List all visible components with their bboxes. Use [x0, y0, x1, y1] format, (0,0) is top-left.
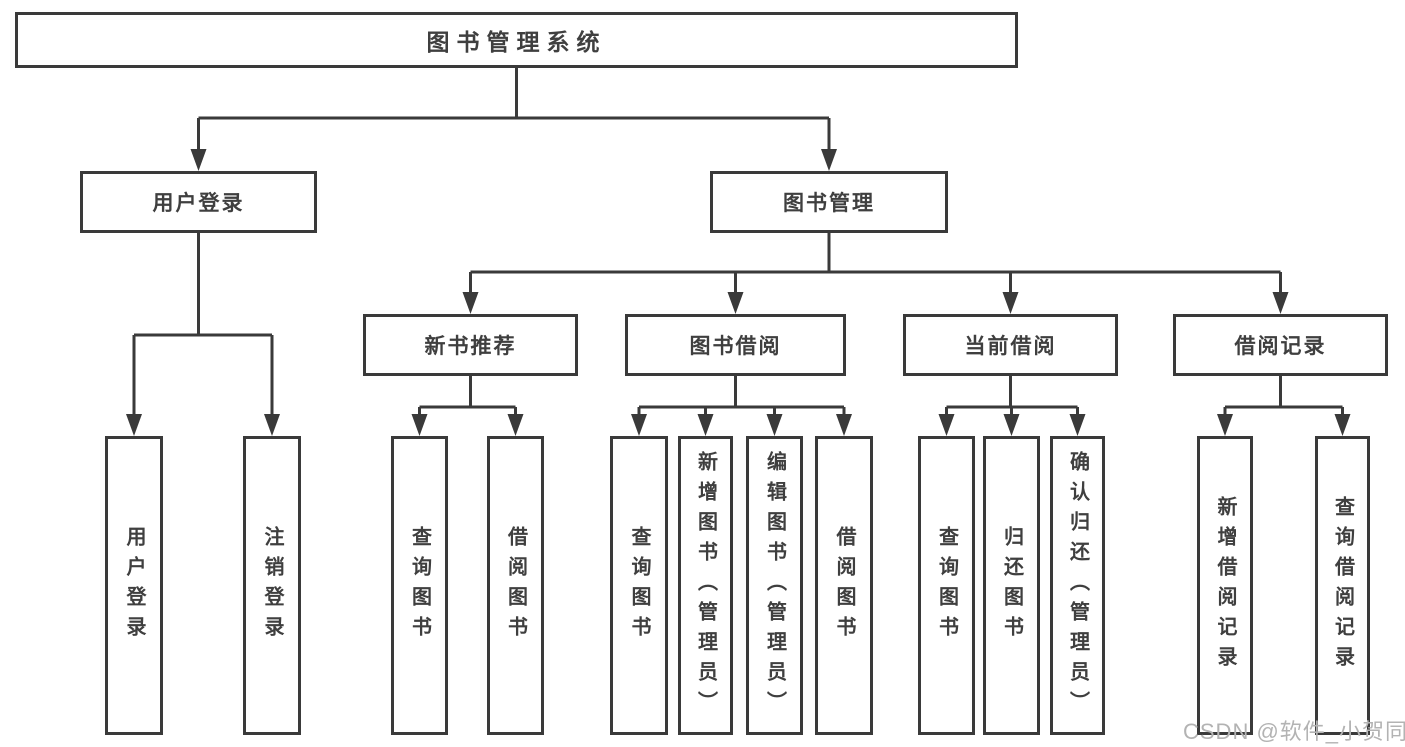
- node-label: 注销登录: [261, 525, 283, 646]
- node-label: 当前借阅: [964, 335, 1057, 358]
- node-label: 查询借阅记录: [1331, 495, 1354, 676]
- node-label: 新增借阅记录: [1214, 495, 1236, 676]
- leaf-query-books-current: 查询图书: [918, 436, 975, 735]
- node-label: 图书借阅: [689, 335, 782, 358]
- arrowhead: [1217, 414, 1233, 436]
- arrowhead: [821, 149, 837, 171]
- leaf-query-borrow-record: 查询借阅记录: [1315, 436, 1370, 735]
- arrowhead: [411, 414, 428, 436]
- leaf-add-borrow-record: 新增借阅记录: [1197, 436, 1253, 735]
- node-label: 借阅记录: [1234, 335, 1327, 358]
- arrowhead: [938, 414, 955, 436]
- node-label: 新书推荐: [424, 335, 517, 358]
- node-label: 查询图书: [628, 525, 650, 646]
- leaf-query-books-recommend: 查询图书: [391, 436, 448, 735]
- leaf-query-books-borrowing: 查询图书: [610, 436, 668, 735]
- leaf-borrow-books: 借阅图书: [815, 436, 873, 735]
- arrowhead: [1334, 414, 1351, 436]
- arrowhead: [697, 414, 714, 436]
- leaf-confirm-return-admin: 确认归还（管理员）: [1050, 436, 1105, 735]
- connector-borrow-records: [1223, 376, 1344, 415]
- node-label: 确认归还（管理员）: [1066, 450, 1089, 721]
- connector-user-login: [132, 233, 274, 415]
- arrowhead: [836, 414, 852, 436]
- node-borrow-records: 借阅记录: [1173, 314, 1388, 376]
- node-book-management: 图书管理: [710, 171, 948, 233]
- node-label: 用户登录: [123, 525, 145, 646]
- node-label: 图书管理: [783, 192, 875, 215]
- node-system-root: 图书管理系统: [15, 12, 1018, 68]
- node-label: 新增图书（管理员）: [694, 450, 717, 721]
- connector-root: [197, 68, 831, 150]
- arrowhead: [1002, 292, 1019, 314]
- csdn-watermark: CSDN @软件_小贺同学: [1183, 719, 1405, 744]
- leaf-edit-books-admin: 编辑图书（管理员）: [746, 436, 803, 735]
- arrowhead: [462, 292, 479, 314]
- arrowhead: [766, 414, 783, 436]
- node-label: 编辑图书（管理员）: [763, 450, 786, 721]
- arrowhead: [631, 414, 647, 436]
- leaf-borrow-books-recommend: 借阅图书: [487, 436, 544, 735]
- leaf-return-books: 归还图书: [983, 436, 1040, 735]
- node-label: 查询图书: [935, 525, 958, 646]
- arrowhead: [727, 292, 744, 314]
- arrowhead: [1272, 292, 1289, 314]
- node-label: 借阅图书: [833, 525, 855, 646]
- arrowhead: [1003, 414, 1020, 436]
- node-book-borrowing: 图书借阅: [625, 314, 846, 376]
- node-user-login: 用户登录: [80, 171, 317, 233]
- node-label: 图书管理系统: [426, 29, 607, 55]
- arrowhead: [126, 414, 142, 436]
- node-label: 用户登录: [152, 192, 245, 215]
- connector-current-borrow: [945, 376, 1079, 415]
- leaf-add-books-admin: 新增图书（管理员）: [678, 436, 733, 735]
- node-label: 归还图书: [1000, 525, 1023, 646]
- connector-new-book-rec: [418, 376, 517, 415]
- arrowhead: [190, 149, 207, 171]
- arrowhead: [507, 414, 524, 436]
- node-label: 借阅图书: [504, 525, 527, 646]
- connector-book-borrow: [637, 376, 846, 415]
- arrowhead: [264, 414, 280, 436]
- node-new-book-recommend: 新书推荐: [363, 314, 578, 376]
- node-current-borrowing: 当前借阅: [903, 314, 1118, 376]
- node-label: 查询图书: [408, 525, 431, 646]
- leaf-logout: 注销登录: [243, 436, 301, 735]
- arrowhead: [1069, 414, 1086, 436]
- connector-book-mgmt: [469, 233, 1282, 293]
- leaf-user-login: 用户登录: [105, 436, 163, 735]
